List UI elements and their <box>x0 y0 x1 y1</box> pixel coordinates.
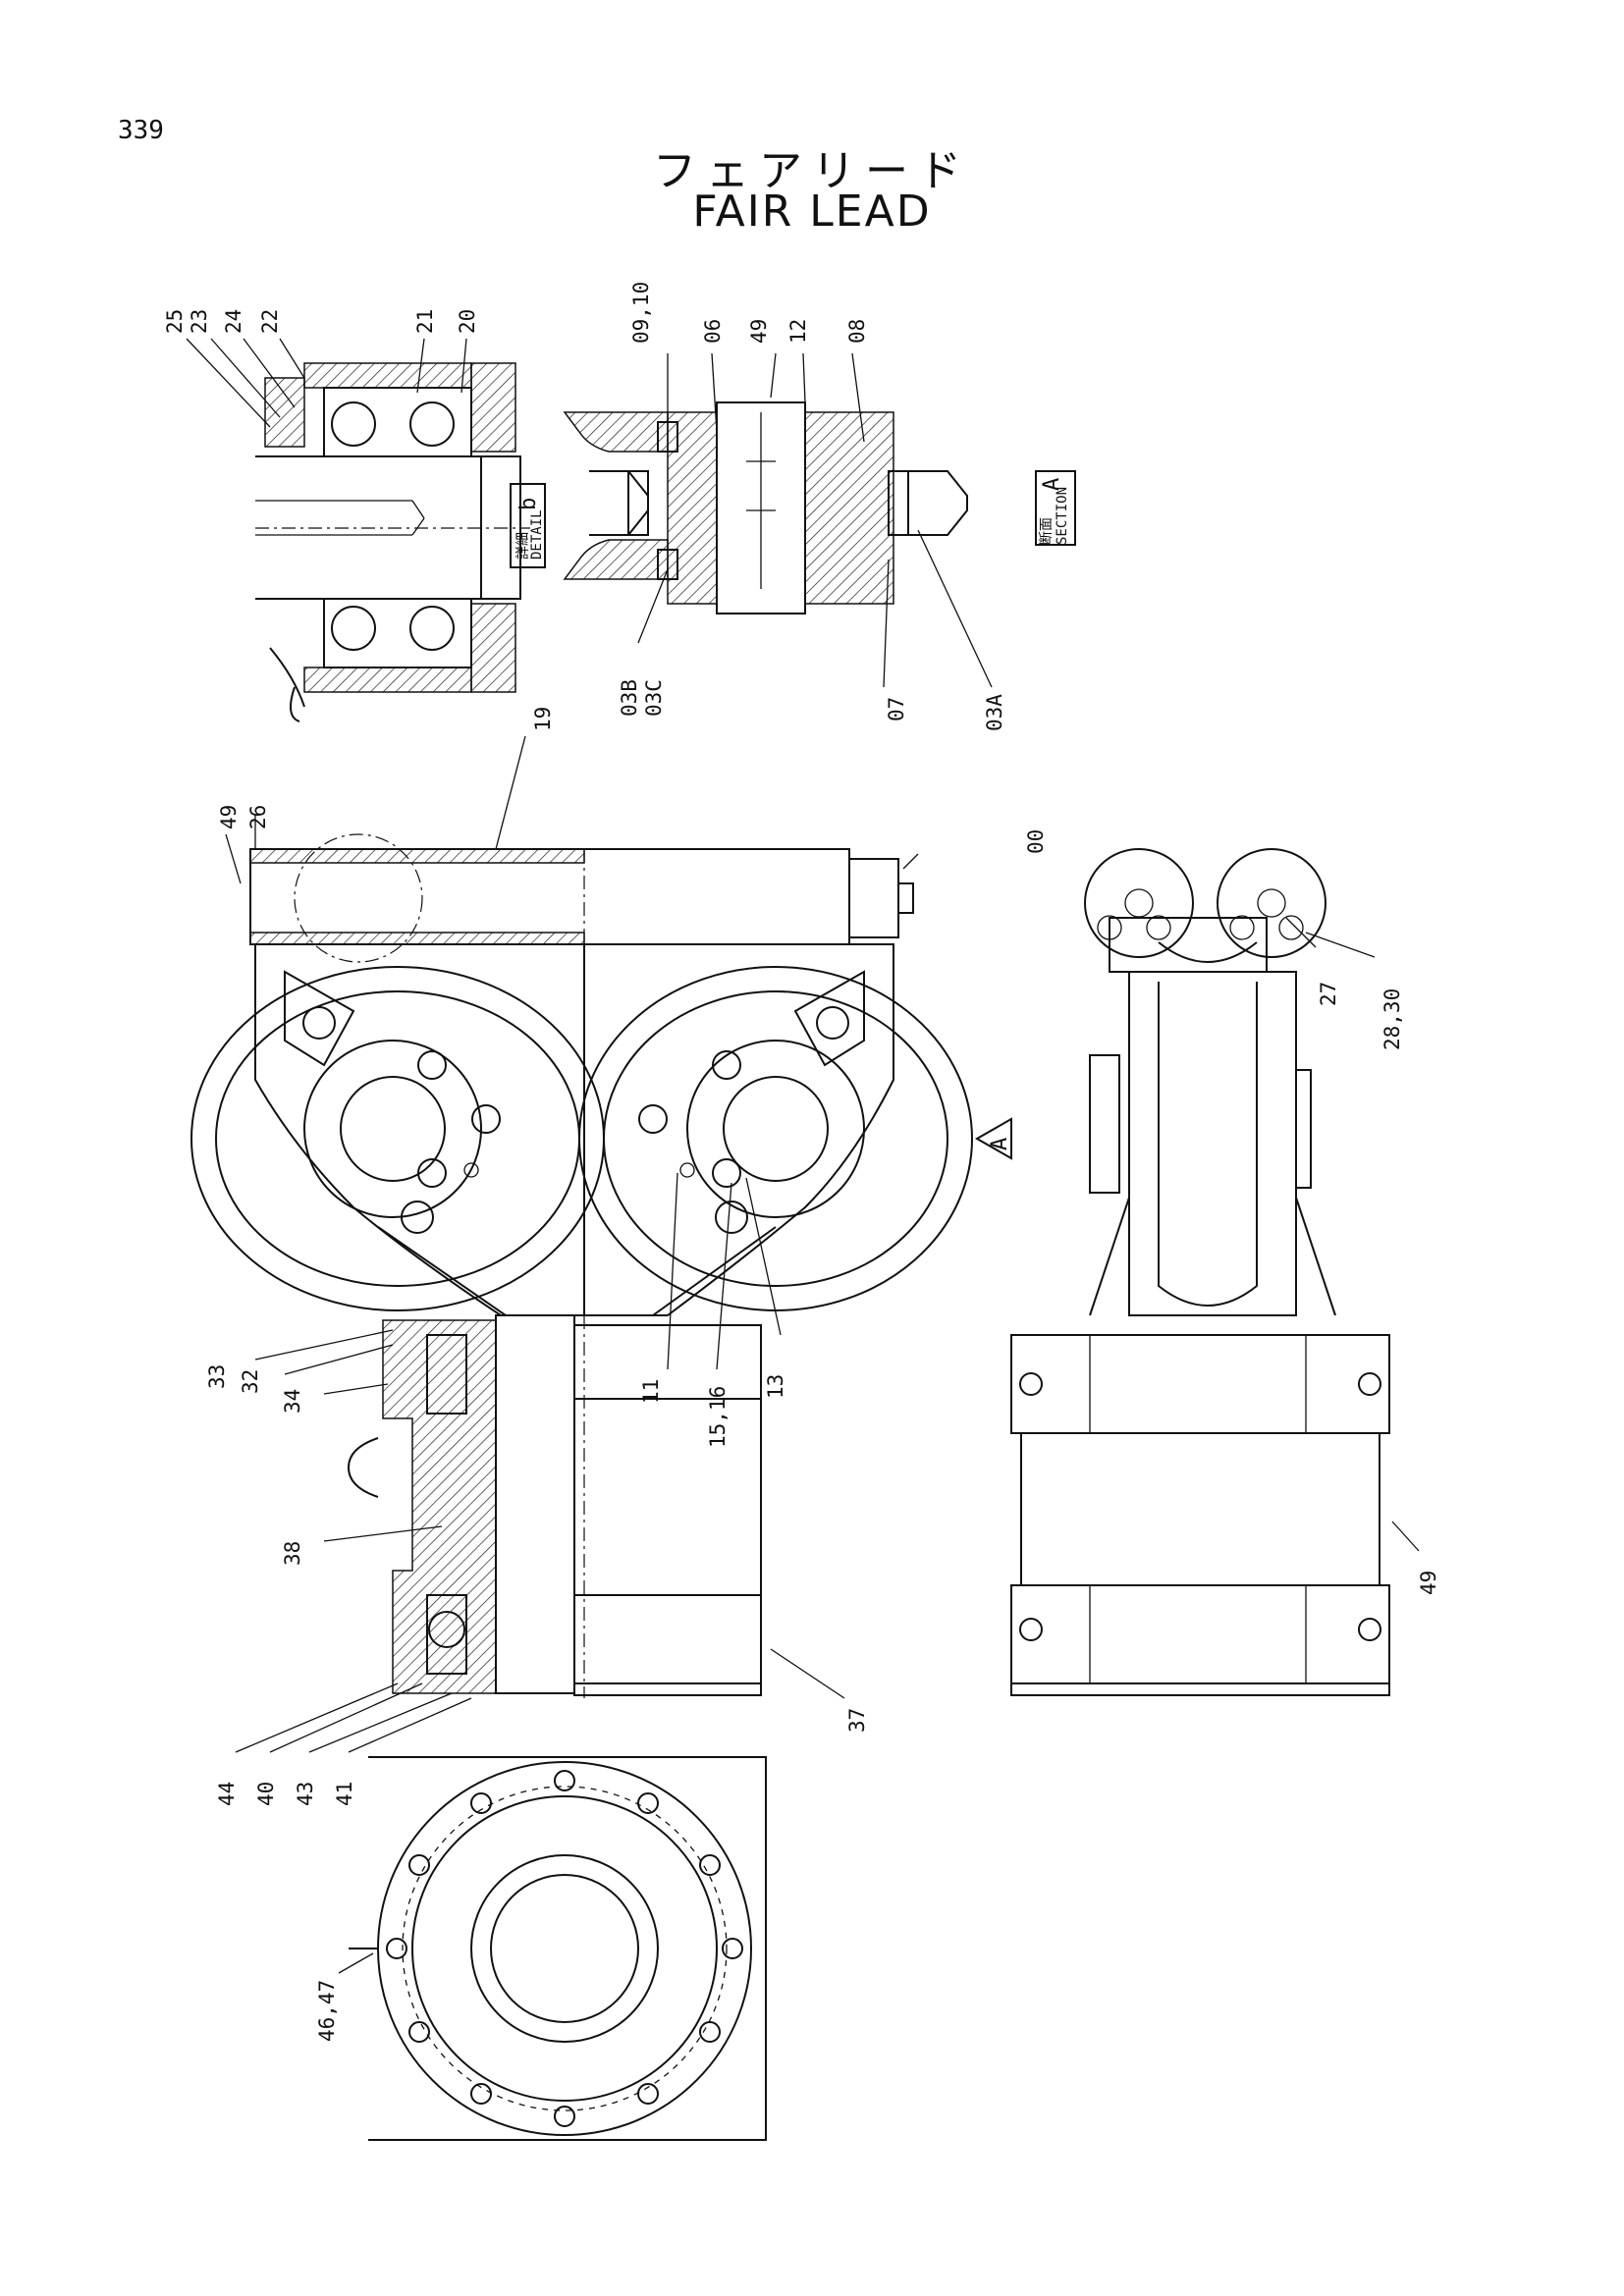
section-tag-jp: 断面 <box>1039 517 1055 545</box>
title-japanese: フェアリード <box>653 146 971 196</box>
label-03b: 03B <box>618 679 641 717</box>
label-00: 00 <box>1024 829 1048 854</box>
detail-tag-en: DETAIL <box>529 509 545 560</box>
detail-tag-letter: b <box>516 498 541 510</box>
label-49-top: 49 <box>747 319 771 344</box>
label-44: 44 <box>215 1782 239 1806</box>
label-08: 08 <box>845 319 869 344</box>
flange-bolts <box>386 1770 743 2127</box>
label-33: 33 <box>205 1364 229 1389</box>
view-mark-a: A <box>988 1138 1012 1150</box>
label-12: 12 <box>786 319 810 344</box>
label-23: 23 <box>188 309 211 334</box>
label-24: 24 <box>222 309 245 334</box>
label-06: 06 <box>701 319 725 344</box>
section-a-view: 断面 SECTION A 09,10 06 49 12 08 03B 03C 0… <box>563 282 1076 731</box>
label-32: 32 <box>239 1369 262 1394</box>
label-07: 07 <box>885 697 908 721</box>
label-34: 34 <box>281 1389 304 1414</box>
label-15-16: 15,16 <box>706 1386 730 1448</box>
section-tag-letter: A <box>1040 478 1064 491</box>
label-09-10: 09,10 <box>629 282 653 344</box>
title-english: FAIR LEAD <box>692 187 932 237</box>
label-43: 43 <box>294 1782 317 1806</box>
label-28-30: 28,30 <box>1380 988 1404 1050</box>
side-view: 27 28,30 49 <box>1010 848 1440 1696</box>
label-03c: 03C <box>642 679 666 717</box>
label-27: 27 <box>1317 982 1340 1006</box>
label-22: 22 <box>258 309 282 334</box>
label-11: 11 <box>639 1379 663 1404</box>
label-03a: 03A <box>983 694 1006 731</box>
label-20: 20 <box>456 309 479 334</box>
section-tag-en: SECTION <box>1055 487 1070 545</box>
detail-b-view: 詳細 DETAIL b 25 23 24 22 21 20 <box>163 309 546 722</box>
label-41: 41 <box>333 1782 356 1806</box>
label-49-right: 49 <box>1417 1571 1440 1595</box>
label-25: 25 <box>163 309 187 334</box>
label-26: 26 <box>246 805 270 829</box>
main-front-view: A 49 26 19 00 33 32 34 <box>190 707 1048 1806</box>
flange-view: 46,47 <box>315 1756 767 2141</box>
label-40: 40 <box>254 1782 278 1806</box>
label-19: 19 <box>531 707 555 731</box>
label-46-47: 46,47 <box>315 1980 339 2042</box>
page-number: 339 <box>118 116 164 145</box>
label-21: 21 <box>413 309 437 334</box>
detail-tag-jp: 詳細 <box>515 532 531 560</box>
label-13: 13 <box>764 1374 787 1399</box>
label-49-left: 49 <box>217 805 241 829</box>
label-38: 38 <box>281 1541 304 1566</box>
label-37: 37 <box>845 1708 869 1733</box>
